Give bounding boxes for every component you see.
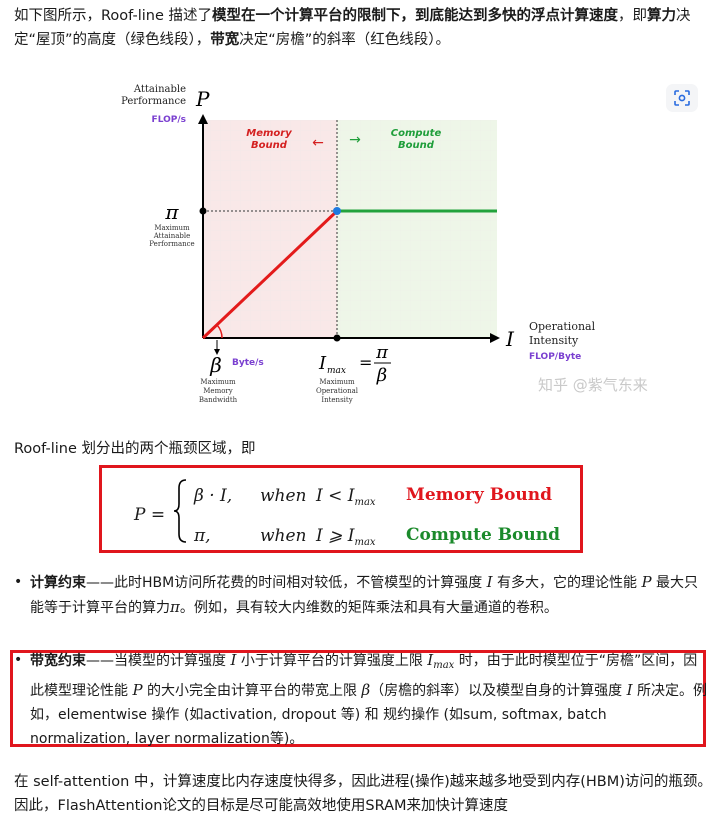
list-item-text: 带宽约束——当模型的计算强度 I 小于计算平台的计算强度上限 Imax 时，由于… [30,651,707,747]
formula-row1-expr: β · I, [194,486,233,506]
arrow-left-icon: ← [312,135,324,151]
formula-row2-expr: π, [194,526,211,546]
bandwidth-bound-highlight-box [10,650,706,747]
imax-label: I [318,353,327,374]
y-axis-unit: FLOP/s [152,115,186,125]
arrow-right-icon: → [349,132,361,148]
formula-lhs: P = [134,505,166,525]
y-axis-arrow-icon [198,114,208,124]
compute-bound-label: Compute [391,128,442,139]
pi-tick-dot [199,207,207,215]
beta-arrow-icon [214,349,220,355]
formula-row1-cond: I < Imax [316,486,376,508]
x-axis-symbol: I [505,327,515,351]
closing-paragraph: 在 self-attention 中，计算速度比内存速度快得多，因此进程(操作)… [14,774,712,814]
beta-description: Bandwidth [199,396,238,404]
intro-bold-2: 算力 [647,8,676,24]
bullet-dot: • [14,652,23,668]
left-brace-icon [173,479,187,543]
intro-bold-3: 带宽 [210,32,240,48]
scan-icon [674,90,690,106]
x-axis-unit: FLOP/Byte [529,352,581,362]
beta-unit: Byte/s [232,358,264,368]
list-item-text: 计算约束——此时HBM访问所花费的时间相对较低，不管模型的计算强度 I 有多大，… [30,573,699,616]
ridge-point [333,207,341,215]
imax-equals: = [359,353,372,372]
pi-description: Performance [149,240,194,248]
imax-numerator: π [375,342,389,363]
intro-text: ，即 [618,8,647,24]
memory-bound-label: Memory [246,128,292,139]
intro-bold-1: 模型在一个计算平台的限制下，到底能达到多快的浮点计算速度 [212,8,618,24]
intro-paragraph: 如下图所示，Roof-line 描述了模型在一个计算平台的限制下，到底能达到多快… [14,4,714,52]
roofline-figure: Memory Bound ← → Compute Bound Attainabl… [0,70,724,410]
beta-label: β [209,353,222,377]
memory-bound-formula-label: Memory Bound [406,485,553,505]
pi-label: π [164,200,179,224]
formula-row2-when: when [260,526,307,546]
pi-description: Attainable [153,232,191,240]
x-axis-label: Intensity [529,334,579,347]
zhihu-watermark: 知乎 @紫气东来 [538,376,648,394]
beta-description: Memory [203,387,233,395]
formula-row2-cond: I ⩾ Imax [316,526,376,548]
pi-description: Maximum [154,224,190,232]
intro-text: 决定“屋顶”的高度（绿色线段）， [14,8,691,48]
imax-tick-dot [333,334,341,342]
y-axis-label: Attainable [133,84,186,95]
imax-description: Intensity [321,396,352,404]
intro-text: 如下图所示，Roof-line 描述了 [14,8,212,24]
formula-row1-when: when [260,486,307,506]
y-axis-symbol: P [195,87,210,111]
imax-denominator: β [376,365,387,386]
y-axis-label: Performance [121,96,186,107]
intro-text: 决定“房檐”的斜率（红色线段）。 [239,32,451,48]
x-axis-label: Operational [529,320,596,333]
image-scan-button[interactable] [666,84,698,112]
bullet-dot: • [14,574,23,590]
piecewise-formula-box: P = β · I, when I < Imax Memory Bound π,… [99,465,583,553]
x-axis-arrow-icon [490,333,500,343]
imax-subscript: max [327,366,346,376]
compute-bound-formula-label: Compute Bound [406,525,561,545]
slope-angle-arc [216,324,223,339]
beta-description: Maximum [200,378,236,386]
imax-description: Operational [316,387,359,395]
memory-bound-label: Bound [251,140,288,151]
region-paragraph: Roof-line 划分出的两个瓶颈区域，即 [14,441,256,457]
memory-roof-line [201,209,339,340]
imax-description: Maximum [319,378,355,386]
compute-bound-label: Bound [398,140,435,151]
roofline-diagram: Memory Bound ← → Compute Bound Attainabl… [121,84,648,404]
